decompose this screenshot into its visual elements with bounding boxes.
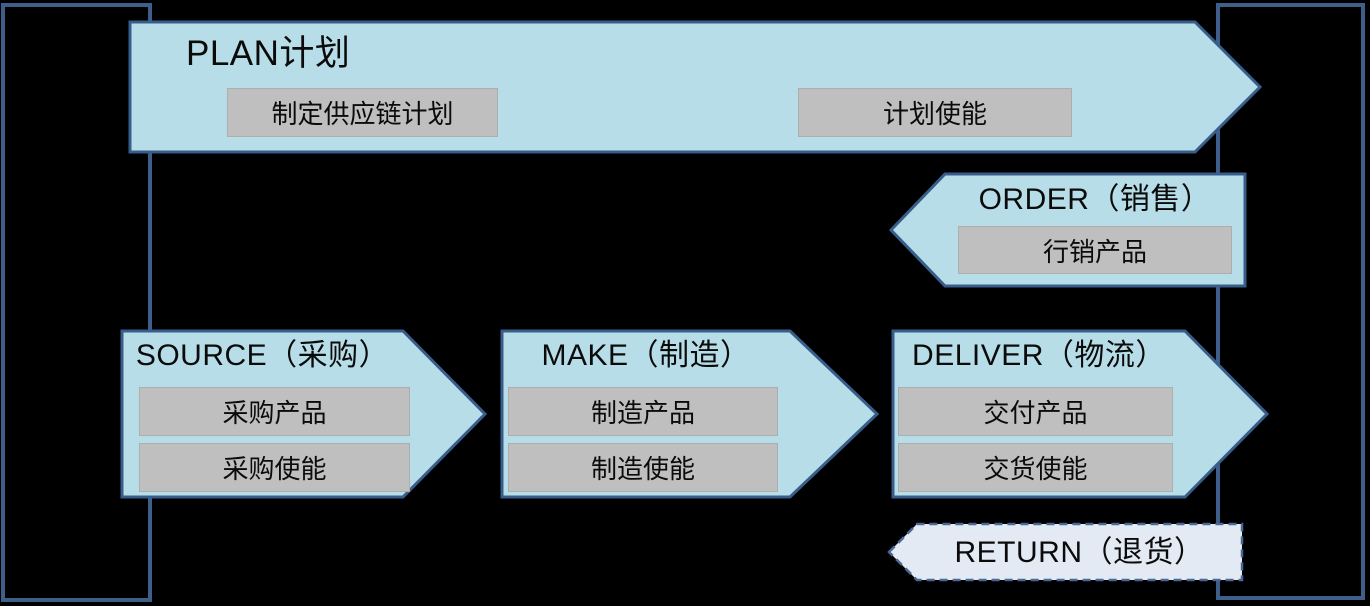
source-arrow: SOURCE（采购） 采购产品 采购使能 <box>119 328 489 501</box>
order-box-market-product: 行销产品 <box>958 226 1232 274</box>
source-box-source-enable: 采购使能 <box>139 443 410 492</box>
make-box-make-product: 制造产品 <box>508 387 778 436</box>
deliver-title: DELIVER（物流） <box>912 339 1166 372</box>
return-title: RETURN（退货） <box>954 536 1205 569</box>
plan-box-plan-enable: 计划使能 <box>798 88 1072 137</box>
deliver-box-deliver-enable: 交货使能 <box>898 443 1173 492</box>
order-title: ORDER（销售） <box>978 183 1212 216</box>
return-arrow: RETURN（退货） <box>885 521 1245 583</box>
plan-box-make-supply-chain-plan: 制定供应链计划 <box>227 88 498 137</box>
make-box-make-enable: 制造使能 <box>508 443 778 492</box>
plan-title: PLAN计划 <box>186 34 351 73</box>
order-arrow: ORDER（销售） 行销产品 <box>886 171 1248 289</box>
make-arrow: MAKE（制造） 制造产品 制造使能 <box>499 328 881 501</box>
plan-arrow: PLAN计划 制定供应链计划 计划使能 <box>128 20 1266 154</box>
left-frame-rectangle <box>1 3 152 602</box>
return-arrow-shape <box>887 522 1244 582</box>
make-title: MAKE（制造） <box>541 339 751 372</box>
source-title: SOURCE（采购） <box>135 339 390 372</box>
right-frame-rectangle <box>1216 3 1365 600</box>
source-box-source-product: 采购产品 <box>139 387 410 436</box>
deliver-box-deliver-product: 交付产品 <box>898 387 1173 436</box>
deliver-arrow: DELIVER（物流） 交付产品 交货使能 <box>890 328 1271 501</box>
